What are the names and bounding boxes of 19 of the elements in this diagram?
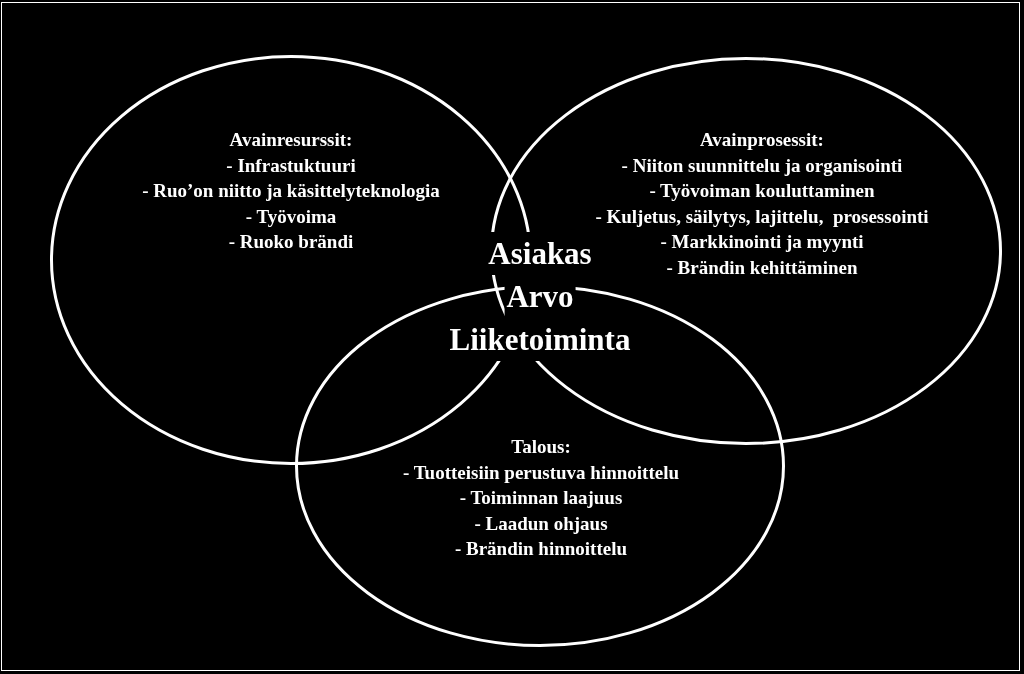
- list-item: - Työvoiman kouluttaminen: [649, 179, 875, 203]
- list-item: - Brändin kehittäminen: [666, 255, 858, 280]
- list-item: - Infrastuktuuri: [226, 153, 356, 178]
- section-heading: Talous:: [511, 435, 571, 459]
- list-item: - Ruo’on niitto ja käsittelyteknologia: [142, 179, 440, 203]
- list-item: - Työvoima: [245, 204, 337, 229]
- list-item: - Toiminnan laajuus: [459, 486, 623, 510]
- list-item: - Laadun ohjaus: [474, 511, 608, 536]
- center-label: Arvo: [504, 275, 576, 318]
- list-item: - Ruoko brändi: [228, 230, 354, 254]
- center-label: Liiketoiminta: [447, 318, 633, 361]
- list-item: - Niiton suunnittelu ja organisointi: [621, 153, 903, 178]
- list-item: - Kuljetus, säilytys, lajittelu, prosessointi: [595, 204, 929, 229]
- center-label: Asiakas: [486, 232, 594, 275]
- section-heading: Avainresurssit:: [229, 128, 353, 152]
- list-item: - Markkinointi ja myynti: [660, 230, 864, 254]
- list-item: - Tuotteisiin perustuva hinnoittelu: [402, 460, 680, 485]
- list-item: - Brändin hinnoittelu: [454, 537, 628, 561]
- section-heading: Avainprosessit:: [700, 128, 824, 152]
